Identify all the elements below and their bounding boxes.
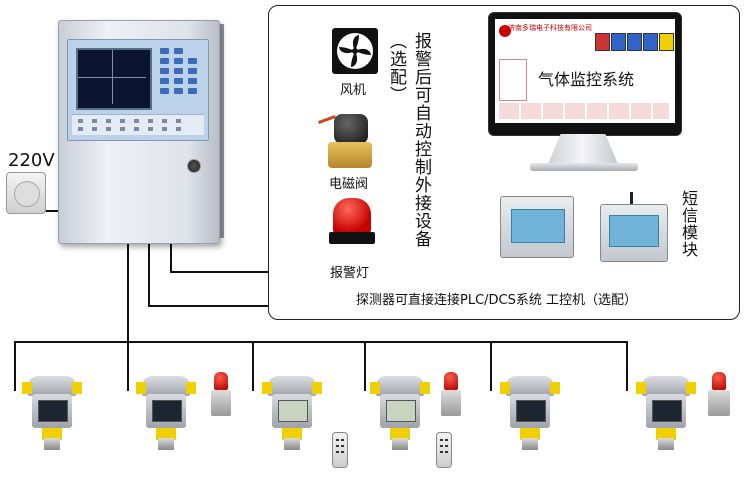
beacon-body-6 <box>708 390 730 416</box>
sms-module <box>600 204 668 262</box>
monitor-stand-neck <box>548 134 618 164</box>
screen-grid-2 <box>499 59 527 101</box>
lock-icon <box>187 159 201 173</box>
power-outlet-icon <box>6 172 46 214</box>
detector-beacon-4 <box>444 372 458 390</box>
beacon-body-2 <box>211 390 231 416</box>
bus-wire-main <box>14 341 628 343</box>
gas-detector-1 <box>22 376 82 450</box>
controller-indicator-strip <box>72 114 204 135</box>
system-name: 气体监控系统 <box>538 70 635 89</box>
bus-drop-2 <box>127 341 129 391</box>
control-description: 报警后可自动控制外接设备（选配） <box>386 32 431 248</box>
gas-alarm-controller <box>58 20 220 244</box>
detector-beacon-2 <box>214 372 228 390</box>
detector-beacon-6 <box>712 372 726 390</box>
solenoid-valve-icon <box>334 114 368 144</box>
valve-body <box>328 142 372 168</box>
bus-drop-1 <box>14 341 16 391</box>
gas-detector-4 <box>370 376 430 450</box>
plc-wire-down <box>148 242 150 306</box>
beacon-body-4 <box>441 390 461 416</box>
company-name: 济南多瑞电子科技有限公司 <box>508 24 592 32</box>
remote-control-icon <box>436 432 452 468</box>
monitor-stand-base <box>530 163 638 171</box>
bus-drop-4 <box>364 341 366 391</box>
gas-detector-6 <box>636 376 696 450</box>
control-wire-down <box>170 242 172 272</box>
monitor <box>488 12 682 136</box>
remote-control-icon <box>332 432 348 468</box>
gas-detector-3 <box>262 376 322 450</box>
controller-front-panel <box>67 39 209 141</box>
controller-keypad <box>160 48 200 108</box>
sms-module-label: 短信模块 <box>679 190 698 258</box>
antenna-icon <box>630 192 633 206</box>
converter-module <box>500 196 574 258</box>
monitor-screen <box>495 19 675 123</box>
bus-drop-3 <box>252 341 254 391</box>
screen-grid <box>499 103 669 119</box>
alarm-lamp-base <box>329 232 375 244</box>
control-wire-right <box>170 271 310 273</box>
gas-detector-5 <box>500 376 560 450</box>
plc-description: 探测器可直接连接PLC/DCS系统 工控机（选配） <box>356 293 638 308</box>
voltage-label: 220V <box>8 150 55 171</box>
controller-screen <box>76 48 152 110</box>
bus-wire-vertical <box>127 242 129 342</box>
software-logo <box>499 25 511 37</box>
valve-label: 电磁阀 <box>329 177 369 192</box>
gas-detector-2 <box>136 376 196 450</box>
fan-icon <box>332 28 378 74</box>
alarm-lamp-icon <box>333 198 371 234</box>
bus-drop-5 <box>490 341 492 391</box>
bus-drop-6 <box>626 341 628 391</box>
lamp-label: 报警灯 <box>330 266 370 281</box>
power-wire <box>40 210 60 212</box>
fan-label: 风机 <box>340 83 367 98</box>
